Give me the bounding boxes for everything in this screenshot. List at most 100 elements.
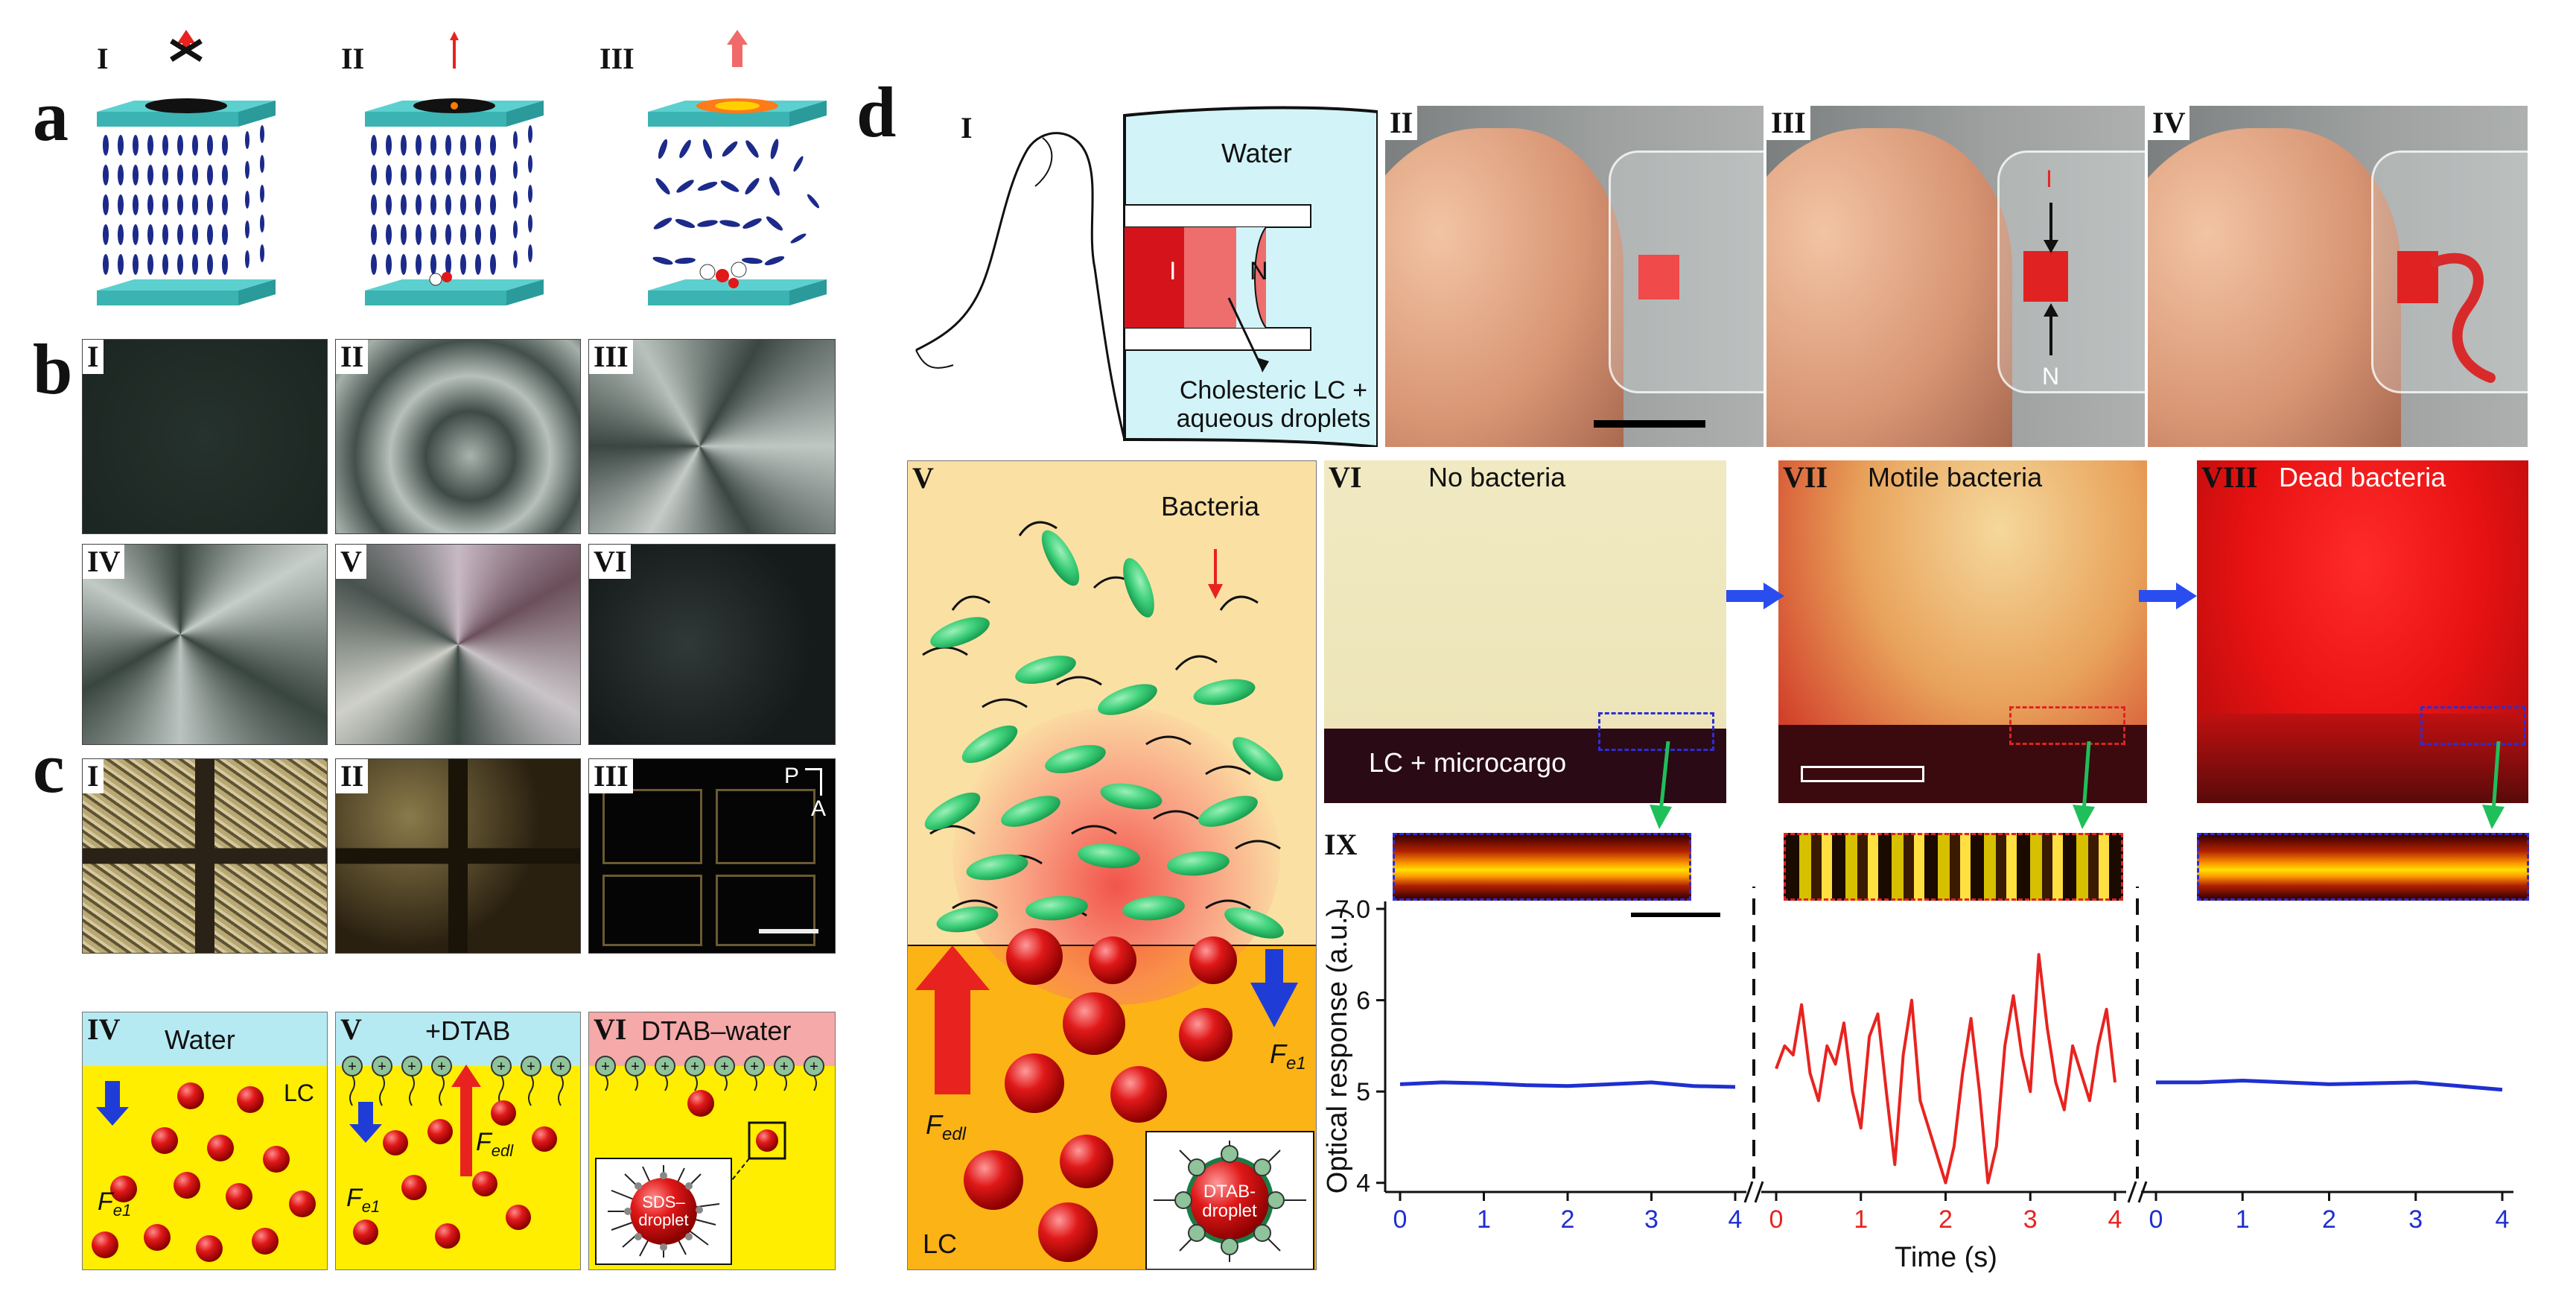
axis-break (1754, 1181, 1764, 1203)
kymograph-strip-2 (1784, 833, 2123, 901)
x-tick-label: 1 (2236, 1205, 2250, 1234)
panel-c-schematic-5: +DTAB +++++++ Fe1 Fedl V (335, 1012, 581, 1270)
x-tick-label: 4 (1729, 1205, 1743, 1234)
panel-b-roman-6: VI (589, 545, 632, 579)
panel-letter-a: a (33, 76, 69, 156)
series-line-2 (1775, 953, 2117, 1185)
i-region-label: I (1169, 257, 1177, 285)
svg-text:+: + (497, 1059, 506, 1075)
panel-b-image-5: V (335, 544, 581, 745)
panel-d-roman-8: VIII (2201, 460, 2258, 494)
dtab-label: +DTAB (425, 1015, 511, 1046)
panel-b-roman-3: III (589, 340, 633, 374)
x-tick-label: 3 (2408, 1205, 2423, 1234)
x-tick-label: 1 (1854, 1205, 1868, 1234)
panel-b-image-3: III (588, 339, 836, 534)
force-fe1-label: Fe1 (98, 1188, 132, 1220)
svg-text:+: + (780, 1059, 789, 1075)
finger-photo (2148, 128, 2401, 447)
no-bacteria-label: No bacteria (1428, 462, 1566, 492)
lc-label: LC (284, 1079, 314, 1106)
red-streak (2431, 253, 2496, 383)
y-tick-label: 5 (1356, 1078, 1370, 1106)
lc-microcargo-label: LC + microcargo (1369, 747, 1567, 778)
panel-c-image-3: P A III (588, 758, 836, 954)
x-tick-label: 2 (1561, 1205, 1575, 1234)
x-axis-title: Time (s) (1895, 1242, 1997, 1273)
scale-bar (1631, 913, 1720, 917)
panel-d-roman-3: III (1766, 106, 1810, 140)
arrow-i (2049, 203, 2052, 247)
panel-c-grid-squares (602, 789, 702, 864)
axis-break (2127, 1181, 2137, 1203)
x-tick-label: 4 (2108, 1205, 2122, 1234)
svg-text:+: + (661, 1059, 670, 1075)
panel-d-roman-2: II (1385, 106, 1418, 140)
finger-photo (1766, 128, 2012, 447)
panel-c-image-1: I (82, 758, 328, 954)
panel-d-photo-3: I N III (1766, 106, 2145, 447)
selection-box (2420, 706, 2525, 745)
panel-letter-d: d (856, 72, 897, 152)
cholesteric-label: Cholesteric LC +aqueous droplets (1176, 376, 1371, 433)
panel-c-roman-3: III (589, 759, 633, 793)
svg-text:+: + (690, 1059, 699, 1075)
y-tick-label: 6 (1356, 987, 1370, 1015)
surfactant-layer: ++++++++ (595, 1056, 824, 1192)
panel-d-micrograph-6: No bacteria LC + microcargo VI (1324, 460, 1726, 803)
panel-b-roman-4: IV (83, 545, 125, 579)
scale-bar (759, 929, 818, 933)
finger-photo (1385, 128, 1623, 447)
transition-arrows (2139, 583, 2197, 609)
bacteria-layer (908, 521, 1316, 1269)
panel-c-roman-6: VI (594, 1012, 627, 1046)
force-fe1-label: Fe1 (1270, 1039, 1306, 1074)
panel-d-micrograph-7: Motile bacteria VII (1778, 460, 2147, 803)
svg-text:+: + (601, 1059, 610, 1075)
water-label: Water (1221, 138, 1292, 168)
vial (1997, 150, 2145, 393)
panel-b-roman-5: V (336, 545, 366, 579)
axis-break (2137, 1181, 2148, 1203)
panel-d-schematic-5: Bacteria Fedl Fe1 LC DTAB-droplet V (907, 460, 1317, 1270)
x-tick-label: 3 (1644, 1205, 1659, 1234)
scale-bar (1801, 766, 1924, 782)
panel-b-roman-2: II (336, 340, 369, 374)
n-region-label: N (1250, 257, 1268, 285)
dtab-water-label: DTAB–water (641, 1015, 792, 1046)
vial (1609, 150, 1764, 393)
panel-a-lc-cells (97, 30, 827, 305)
panel-a-roman-2: II (341, 42, 365, 75)
scale-bar (1594, 420, 1705, 428)
y-axis-title: Optical response (a.u.) (1322, 907, 1353, 1193)
svg-text:+: + (348, 1059, 357, 1075)
polarizer-p-label: P (784, 764, 800, 788)
panel-d-photo-4: IV (2148, 106, 2528, 447)
svg-text:+: + (527, 1059, 535, 1075)
x-tick-label: 1 (1477, 1205, 1491, 1234)
panel-d-roman-5: V (912, 461, 934, 495)
x-tick-label: 2 (1939, 1205, 1953, 1234)
panel-a-roman-1: I (97, 42, 109, 75)
x-tick-label: 2 (2322, 1205, 2336, 1234)
force-fe1-label: Fe1 (346, 1184, 381, 1216)
svg-text:+: + (750, 1059, 759, 1075)
dead-bacteria-label: Dead bacteria (2279, 462, 2446, 492)
panel-c-roman-4: IV (87, 1012, 121, 1046)
lc-label: LC (923, 1228, 958, 1259)
x-tick-label: 0 (1393, 1205, 1408, 1234)
panel-c-image-2: II (335, 758, 581, 954)
polarizer-cross-icon (805, 768, 822, 796)
svg-text:+: + (556, 1059, 565, 1075)
panel-d-roman-9: IX (1324, 828, 1358, 861)
series-line-3 (2156, 1079, 2503, 1092)
sds-droplet-label: SDS–droplet (638, 1193, 689, 1229)
y-tick-label: 7.0 (1335, 895, 1370, 924)
panel-b-roman-1: I (83, 340, 104, 374)
panel-d-roman-4: IV (2148, 106, 2190, 140)
panel-c-roman-2: II (336, 759, 369, 793)
i-mark: I (2046, 165, 2052, 192)
panel-d-roman-1: I (961, 111, 973, 145)
x-tick-label: 0 (2149, 1205, 2163, 1234)
